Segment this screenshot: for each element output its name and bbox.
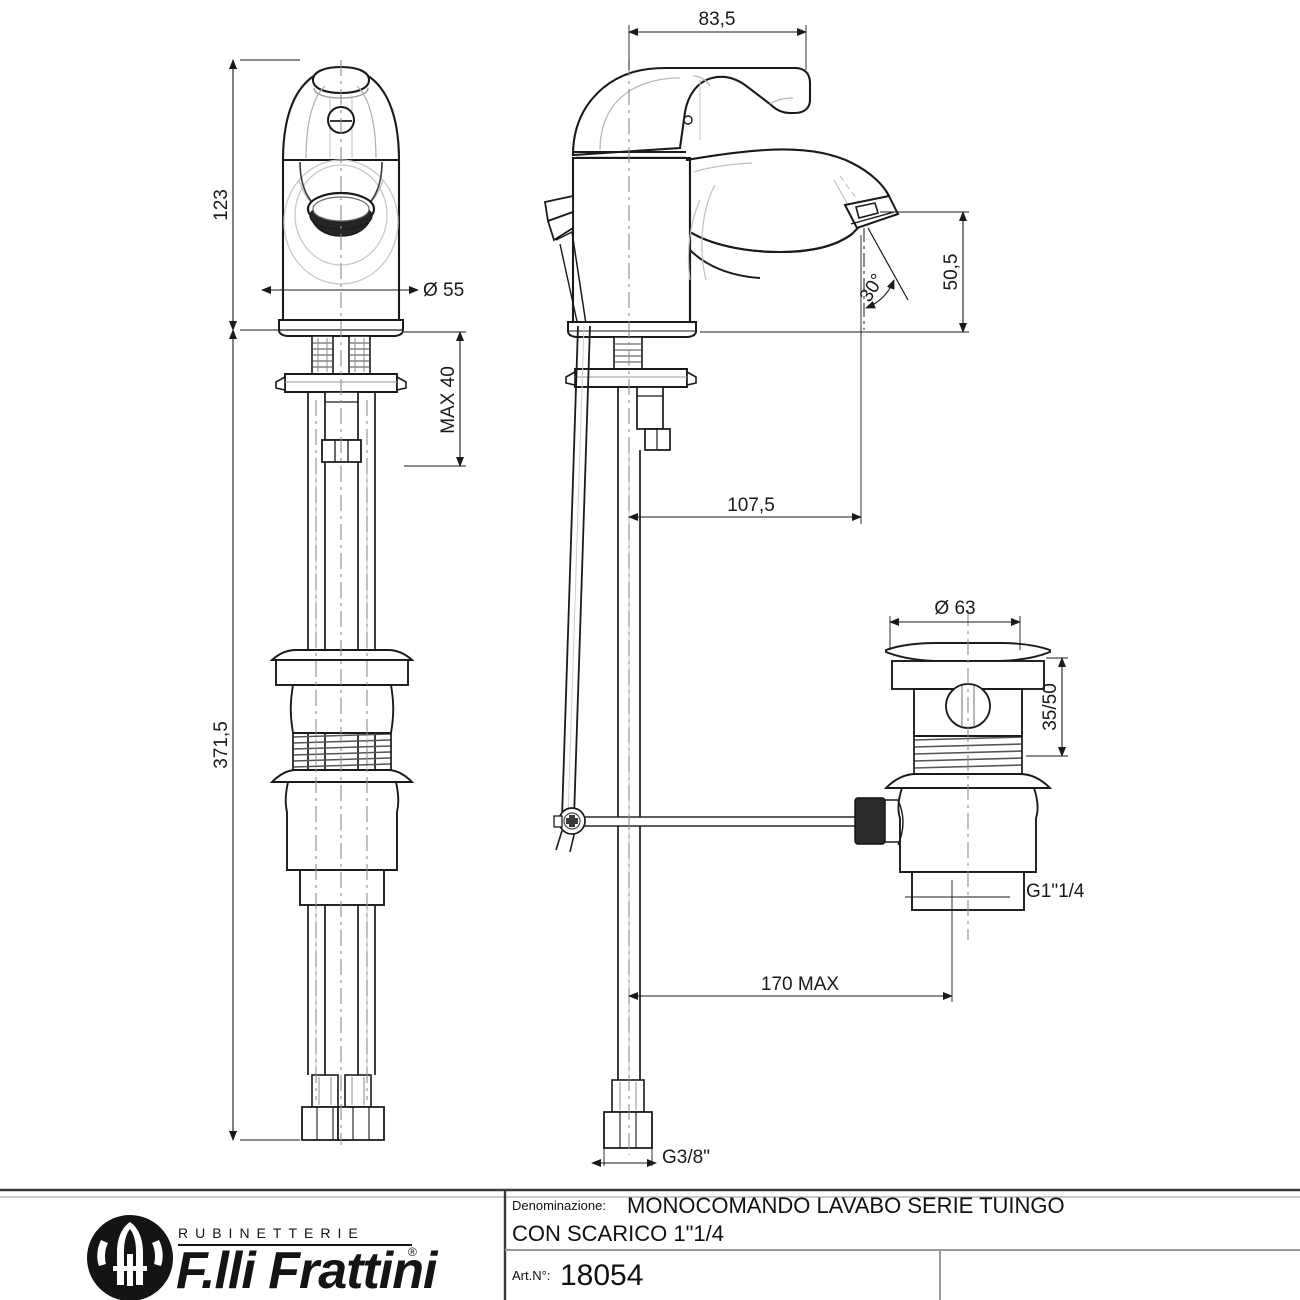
side-body-spout bbox=[571, 148, 900, 324]
side-drain-linkage bbox=[553, 797, 908, 845]
dim-total-length-label: 371,5 bbox=[211, 721, 232, 769]
ball-joint-icon bbox=[854, 797, 886, 845]
dim-total-length: 371,5 bbox=[211, 329, 300, 1141]
front-centerlines bbox=[315, 60, 368, 1145]
dim-waste-diameter-label: Ø 63 bbox=[934, 598, 975, 619]
dim-front-height: 123 bbox=[211, 59, 300, 331]
side-lift-rod bbox=[555, 325, 591, 853]
dim-waste-thread-label: G1"1/4 bbox=[1026, 881, 1085, 902]
title-block: Denominazione: MONOCOMANDO LAVABO SERIE … bbox=[0, 1188, 1300, 1300]
lever-pivot-icon bbox=[683, 115, 693, 125]
dim-handle-reach: 83,5 bbox=[628, 9, 807, 70]
art-label: Art.N°: bbox=[512, 1268, 550, 1283]
dim-waste-diameter: Ø 63 bbox=[889, 598, 1021, 650]
dim-handle-reach-label: 83,5 bbox=[699, 9, 736, 30]
dim-front-height-label: 123 bbox=[211, 189, 232, 221]
dim-spout-height: 50,5 bbox=[700, 211, 969, 333]
denominazione-label: Denominazione: bbox=[512, 1198, 606, 1213]
dim-max-thickness-label: MAX 40 bbox=[438, 366, 459, 434]
denominazione-line2: CON SCARICO 1"1/4 bbox=[512, 1221, 724, 1246]
logo-brand: F.lli Frattini bbox=[176, 1242, 439, 1300]
side-view bbox=[543, 60, 908, 1155]
side-popup-knob bbox=[543, 194, 587, 327]
dim-spout-projection: 107,5 bbox=[628, 235, 862, 524]
logo-tagline: RUBINETTERIE bbox=[178, 1225, 365, 1241]
side-base-flange bbox=[567, 321, 697, 338]
aerator-icon bbox=[855, 202, 880, 219]
dimension-annotations: 123 Ø 55 MAX 40 371,5 83,5 50,5 bbox=[211, 9, 1085, 1168]
front-view bbox=[269, 60, 415, 1145]
dim-spout-projection-label: 107,5 bbox=[727, 495, 775, 516]
dim-max-thickness: MAX 40 bbox=[404, 331, 466, 467]
dim-front-diameter: Ø 55 bbox=[261, 280, 464, 301]
dim-supply-thread-label: G3/8" bbox=[662, 1147, 710, 1168]
art-value: 18054 bbox=[560, 1259, 643, 1292]
dim-waste-range: 35/50 bbox=[1026, 657, 1068, 757]
dim-spout-height-label: 50,5 bbox=[941, 254, 962, 291]
dim-waste-thread: G1"1/4 bbox=[905, 880, 1085, 902]
dim-supply-thread: G3/8" bbox=[591, 1147, 710, 1168]
side-mounting bbox=[565, 336, 697, 451]
brand-logo: RUBINETTERIE F.lli Frattini ® bbox=[87, 1215, 440, 1300]
dim-front-diameter-label: Ø 55 bbox=[423, 280, 464, 301]
dim-waste-range-label: 35/50 bbox=[1040, 683, 1061, 731]
front-supply-nuts bbox=[301, 1074, 385, 1141]
denominazione-line1: MONOCOMANDO LAVABO SERIE TUINGO bbox=[627, 1193, 1065, 1218]
drain-waste-detail bbox=[883, 610, 1053, 940]
dim-rod-length: 170 MAX bbox=[628, 880, 953, 1002]
front-waste-thread bbox=[292, 733, 392, 768]
logo-registered: ® bbox=[408, 1245, 417, 1259]
dim-rod-length-label: 170 MAX bbox=[761, 974, 839, 995]
front-waste-assembly bbox=[269, 649, 415, 906]
